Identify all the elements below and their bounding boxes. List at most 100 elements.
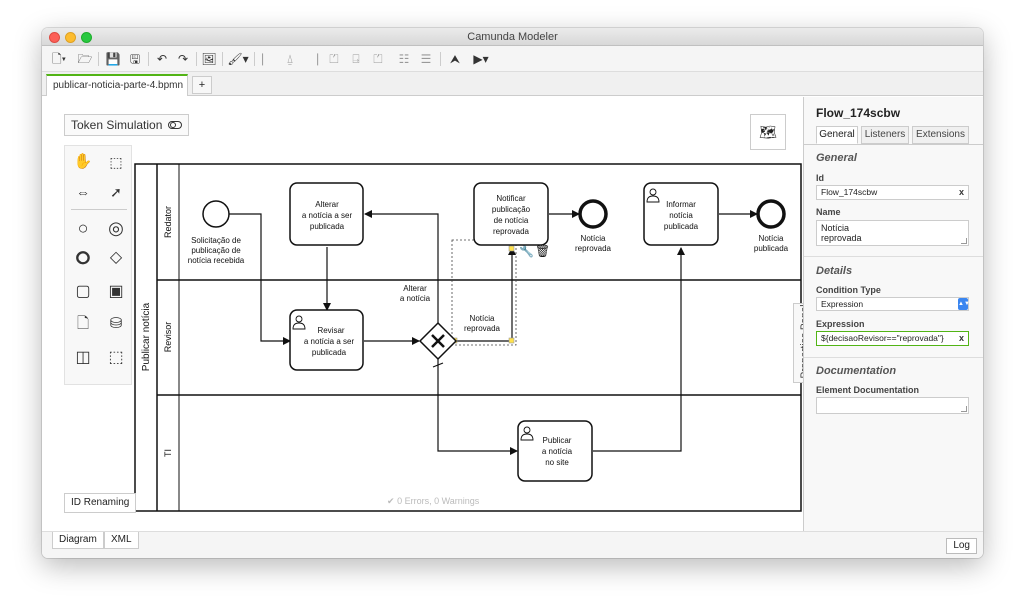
flow-gateway-to-publicar[interactable] [437,359,518,455]
start-event[interactable] [202,200,230,228]
task-informar-label-3: publicada [664,222,699,231]
task-tool-icon[interactable]: ▢ [75,283,91,300]
intermediate-event-tool-icon[interactable]: ◎ [108,218,124,238]
open-folder-icon[interactable]: 🗁 [77,52,93,66]
pool-tool-icon[interactable]: ◫ [75,349,91,366]
task-revisar-label-3: publicada [312,348,347,357]
file-tab-bar: publicar-noticia-parte-4.bpmn + [42,72,983,108]
end-reprovada-label-1: Notícia [581,234,606,243]
minimize-window-button[interactable] [65,32,76,43]
window-title: Camunda Modeler [467,31,558,43]
color-brush-icon[interactable]: 🖌▾ [227,52,249,66]
token-simulation-label: Token Simulation [71,118,163,132]
flow-gateway-to-alterar[interactable] [364,210,439,323]
documentation-group-heading: Documentation [816,365,897,377]
condition-type-label: Condition Type [816,285,881,295]
flow-start-to-revisar[interactable] [229,213,291,345]
run-icon[interactable]: ▶▾ [473,52,489,66]
log-button[interactable]: Log [946,538,977,554]
end-event-publicada[interactable] [756,199,786,229]
xml-tab[interactable]: XML [104,532,139,549]
undo-icon[interactable]: ↶ [156,52,168,66]
close-window-button[interactable] [49,32,60,43]
lasso-tool-icon[interactable]: ⬚ [109,154,123,170]
bpmn-diagram[interactable]: Publicar notícia Redator Revisor TI [53,97,803,533]
name-label: Name [816,207,841,217]
export-image-icon[interactable]: 🖼 [201,52,217,66]
task-notificar-label-1: Notificar [496,194,526,203]
lint-status[interactable]: ✔ 0 Errors, 0 Warnings [387,496,479,507]
check-icon: ✔ [387,496,395,506]
align-bottom-icon[interactable]: ⏍ [373,52,383,66]
task-alterar-label-3: publicada [310,222,345,231]
clear-id-button[interactable]: x [958,187,964,197]
diagram-canvas[interactable]: Publicar notícia Redator Revisor TI [53,97,814,533]
new-file-icon[interactable]: 🗋▾ [51,52,67,66]
element-documentation-textarea[interactable] [816,397,969,414]
diagram-tab[interactable]: Diagram [52,532,104,549]
hand-tool-icon[interactable]: ✋ [73,153,93,170]
connect-tool-icon[interactable]: ➚ [110,184,122,200]
task-notificar[interactable] [473,182,549,246]
redo-icon[interactable]: ↷ [177,52,189,66]
name-textarea[interactable]: Notícia reprovada [816,220,969,246]
align-center-icon[interactable]: ⍙ [286,52,294,66]
start-event-label-2: publicação de [191,246,241,255]
distribute-horizontal-icon[interactable]: ☷ [398,52,410,66]
flow-publicar-to-informar[interactable] [593,247,685,452]
add-tab-button[interactable]: + [192,76,212,94]
data-store-tool-icon[interactable]: ⛁ [109,315,123,332]
align-left-icon[interactable]: ⎸ [261,52,274,66]
save-as-icon[interactable]: 🖫 [129,52,141,66]
group-tool-icon[interactable]: ⬚ [108,349,124,366]
task-alterar[interactable] [289,182,364,246]
resize-handle[interactable] [961,238,967,244]
tool-palette: ✋ ⬚ ⇔ ➚ ○ ◎ ⭘ ◇ ▢ ▣ 🗋 ⛁ ◫ ⬚ [64,145,132,385]
lane-ti-label: TI [163,449,173,457]
name-value-line-2: reprovada [821,233,862,243]
subprocess-tool-icon[interactable]: ▣ [108,283,124,300]
space-tool-icon[interactable]: ⇔ [76,184,90,200]
minimap-toggle-button[interactable]: 🗺 [750,114,786,150]
data-object-tool-icon[interactable]: 🗋 [76,315,90,332]
task-revisar[interactable] [289,309,364,371]
end-event-tool-icon[interactable]: ⭘ [75,248,91,268]
expression-input[interactable]: ${decisaoRevisor=="reprovada"} x [816,331,969,346]
task-notificar-label-4: reprovada [493,227,530,236]
maximize-window-button[interactable] [81,32,92,43]
file-tab[interactable]: publicar-noticia-parte-4.bpmn [46,74,188,108]
toolbar: 🗋▾ 🗁 💾 🖫 ↶ ↷ 🖼 🖌▾ ⎸ ⍙ ⎹ ⏍ ⍈ ⏍ ☷ ☰ ⮝ ▶▾ [42,46,983,72]
lane-revisor-label: Revisor [163,322,173,353]
distribute-vertical-icon[interactable]: ☰ [420,52,432,66]
id-input[interactable]: Flow_174scbw x [816,185,969,200]
align-top-icon[interactable]: ⏍ [329,52,339,66]
gateway-tool-icon[interactable]: ◇ [109,249,123,266]
tab-listeners[interactable]: Listeners [861,126,909,144]
pool-label: Publicar notícia [141,302,152,371]
lint-status-text: 0 Errors, 0 Warnings [397,496,480,506]
start-event-tool-icon[interactable]: ○ [77,218,89,238]
token-simulation-button[interactable]: Token Simulation [64,114,189,136]
task-revisar-label-1: Revisar [317,326,344,335]
resize-handle[interactable] [961,406,967,412]
tab-general[interactable]: General [816,126,858,144]
task-informar[interactable] [643,182,719,246]
app-window: Camunda Modeler 🗋▾ 🗁 💾 🖫 ↶ ↷ 🖼 🖌▾ ⎸ ⍙ ⎹ … [42,28,983,558]
task-revisar-label-2: a notícia a ser [304,337,355,346]
condition-type-select[interactable]: Expression ▲▼ [816,297,970,311]
align-middle-icon[interactable]: ⍈ [352,52,360,66]
user-task-icon [646,188,660,203]
task-notificar-label-3: de notícia [494,216,529,225]
trash-icon[interactable]: 🗑 [535,244,550,258]
tab-extensions[interactable]: Extensions [912,126,969,144]
wrench-icon[interactable]: 🔧 [519,243,534,258]
title-bar: Camunda Modeler [42,28,983,46]
align-right-icon[interactable]: ⎹ [305,52,318,66]
id-renaming-button[interactable]: ID Renaming [64,493,137,513]
end-event-reprovada[interactable] [578,199,608,229]
save-icon[interactable]: 💾 [105,52,121,66]
task-publicar[interactable] [517,420,593,482]
deploy-icon[interactable]: ⮝ [449,52,461,66]
end-publicada-label-2: publicada [754,244,789,253]
clear-expression-button[interactable]: x [958,333,964,343]
